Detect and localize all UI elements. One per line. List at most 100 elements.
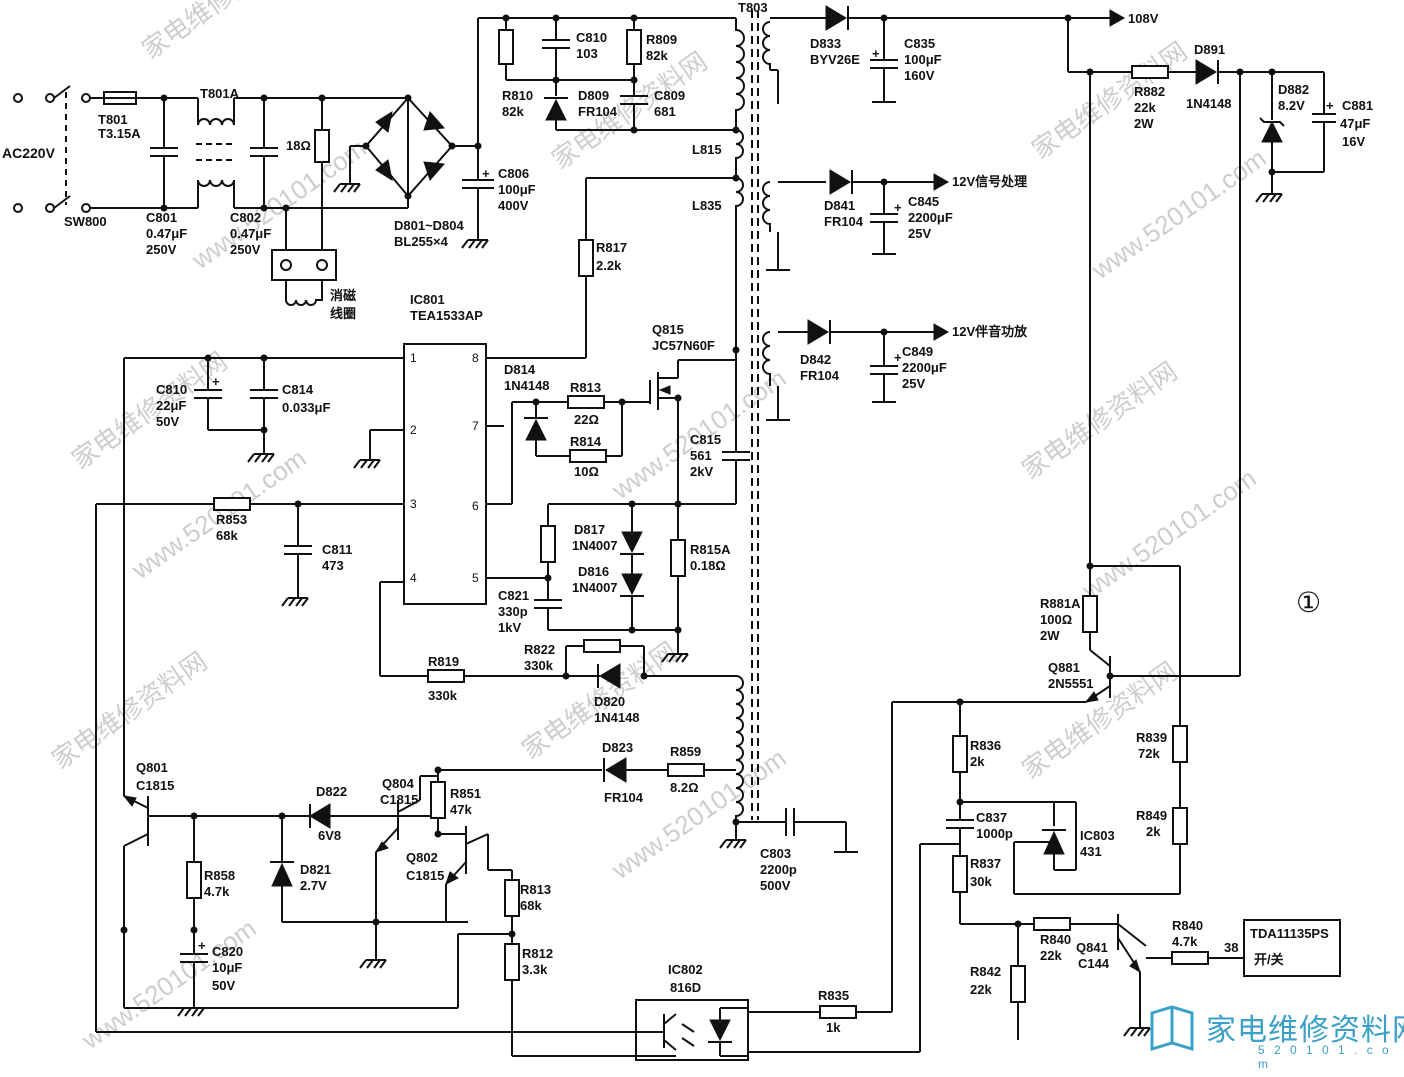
svg-text:2: 2 (410, 423, 417, 437)
svg-text:2N5551: 2N5551 (1048, 676, 1094, 691)
svg-text:330p: 330p (498, 604, 528, 619)
svg-text:C1815: C1815 (380, 792, 418, 807)
mosfet-stage: D814 1N4148 R813 22Ω R814 10Ω Q815 JC57N… (498, 322, 750, 663)
svg-text:431: 431 (1080, 844, 1102, 859)
svg-text:82k: 82k (646, 48, 668, 63)
optocoupler-ic802: IC802 816D R835 1k (635, 702, 960, 1061)
svg-text:8.2V: 8.2V (1278, 98, 1305, 113)
svg-text:C803: C803 (760, 846, 791, 861)
svg-text:D842: D842 (800, 352, 831, 367)
svg-text:R842: R842 (970, 964, 1001, 979)
svg-text:C821: C821 (498, 588, 529, 603)
svg-text:T801: T801 (98, 112, 128, 127)
svg-text:2200μF: 2200μF (908, 210, 953, 225)
svg-text:12V伴音功放: 12V伴音功放 (952, 324, 1028, 339)
svg-text:400V: 400V (498, 198, 529, 213)
svg-text:473: 473 (322, 558, 344, 573)
svg-text:108V: 108V (1128, 11, 1159, 26)
svg-text:IC802: IC802 (668, 962, 703, 977)
svg-text:R812: R812 (522, 946, 553, 961)
svg-text:22Ω: 22Ω (574, 412, 599, 427)
watermark-text: 家电维修资料网 (136, 0, 302, 65)
svg-text:100μF: 100μF (904, 52, 942, 67)
svg-text:线圈: 线圈 (330, 306, 356, 321)
svg-text:1: 1 (410, 351, 417, 365)
svg-text:D821: D821 (300, 862, 331, 877)
output-12v-signal: 12V信号处理 D841 FR104 + C845 2200μF 25V (778, 169, 1027, 255)
bridge-rectifier (362, 94, 456, 200)
svg-text:2kV: 2kV (690, 464, 713, 479)
standby-circuit: R882 22k 2W D891 1N4148 D882 8.2V + C881… (892, 18, 1373, 1040)
svg-text:22k: 22k (1040, 948, 1062, 963)
svg-text:72k: 72k (1138, 746, 1160, 761)
svg-text:10μF: 10μF (212, 960, 242, 975)
watermark-text: 家电维修资料网 (46, 646, 212, 775)
svg-text:BYV26E: BYV26E (810, 52, 860, 67)
svg-text:10Ω: 10Ω (574, 464, 599, 479)
svg-text:FR104: FR104 (604, 790, 644, 805)
ac-input-label: AC220V (2, 145, 56, 161)
svg-text:R836: R836 (970, 738, 1001, 753)
svg-text:1N4148: 1N4148 (594, 710, 640, 725)
svg-text:160V: 160V (904, 68, 935, 83)
svg-text:47k: 47k (450, 802, 472, 817)
svg-text:3.3k: 3.3k (522, 962, 548, 977)
svg-text:1N4007: 1N4007 (572, 580, 618, 595)
svg-text:Q881: Q881 (1048, 660, 1080, 675)
svg-text:2W: 2W (1134, 116, 1154, 131)
svg-text:D814: D814 (504, 362, 536, 377)
svg-text:R881A: R881A (1040, 596, 1081, 611)
svg-text:68k: 68k (216, 528, 238, 543)
svg-text:C1815: C1815 (406, 868, 444, 883)
circuit-number: ① (1296, 587, 1321, 618)
svg-text:1kV: 1kV (498, 620, 521, 635)
svg-text:1N4148: 1N4148 (504, 378, 550, 393)
svg-text:R813: R813 (520, 882, 551, 897)
svg-text:22k: 22k (970, 982, 992, 997)
svg-text:D841: D841 (824, 198, 855, 213)
svg-text:1000p: 1000p (976, 826, 1013, 841)
svg-text:0.033μF: 0.033μF (282, 400, 330, 415)
svg-text:FR104: FR104 (578, 104, 618, 119)
svg-text:100Ω: 100Ω (1040, 612, 1072, 627)
svg-text:C835: C835 (904, 36, 935, 51)
svg-text:+: + (482, 166, 490, 181)
svg-text:Q815: Q815 (652, 322, 684, 337)
svg-text:330k: 330k (524, 658, 554, 673)
svg-text:R813: R813 (570, 380, 601, 395)
svg-text:R822: R822 (524, 642, 555, 657)
svg-text:250V: 250V (146, 242, 177, 257)
snubber-network: R810 82k C810 103 R809 82k D809 FR104 C8… (478, 14, 736, 134)
svg-text:1N4148: 1N4148 (1186, 96, 1232, 111)
svg-text:8.2Ω: 8.2Ω (670, 780, 699, 795)
svg-text:L815: L815 (692, 142, 722, 157)
svg-text:16V: 16V (1342, 134, 1365, 149)
svg-text:C881: C881 (1342, 98, 1373, 113)
svg-text:+: + (894, 350, 902, 365)
svg-text:消磁: 消磁 (330, 288, 356, 303)
svg-text:+: + (198, 938, 206, 953)
svg-text:82k: 82k (502, 104, 524, 119)
svg-text:47μF: 47μF (1340, 116, 1370, 131)
svg-text:4: 4 (410, 571, 417, 585)
svg-text:C845: C845 (908, 194, 939, 209)
svg-text:C144: C144 (1078, 956, 1110, 971)
watermark-text: 家电维修资料网 (546, 46, 712, 175)
svg-text:D833: D833 (810, 36, 841, 51)
svg-text:D823: D823 (602, 740, 633, 755)
svg-text:2200μF: 2200μF (902, 360, 947, 375)
svg-text:T801A: T801A (200, 86, 240, 101)
svg-text:C837: C837 (976, 810, 1007, 825)
svg-text:1k: 1k (826, 1020, 841, 1035)
svg-text:D817: D817 (574, 522, 605, 537)
svg-text:+: + (872, 46, 880, 61)
svg-text:C849: C849 (902, 344, 933, 359)
site-logo: 家电维修资料网 5 2 0 1 0 1 . c o m (1146, 1001, 1404, 1071)
svg-text:R853: R853 (216, 512, 247, 527)
svg-text:C814: C814 (282, 382, 314, 397)
svg-text:30k: 30k (970, 874, 992, 889)
svg-text:500V: 500V (760, 878, 791, 893)
standby-control: Q801 C1815 R858 4.7k + C820 10μF 50V D82… (96, 760, 636, 1057)
svg-text:R814: R814 (570, 434, 602, 449)
svg-text:103: 103 (576, 46, 598, 61)
